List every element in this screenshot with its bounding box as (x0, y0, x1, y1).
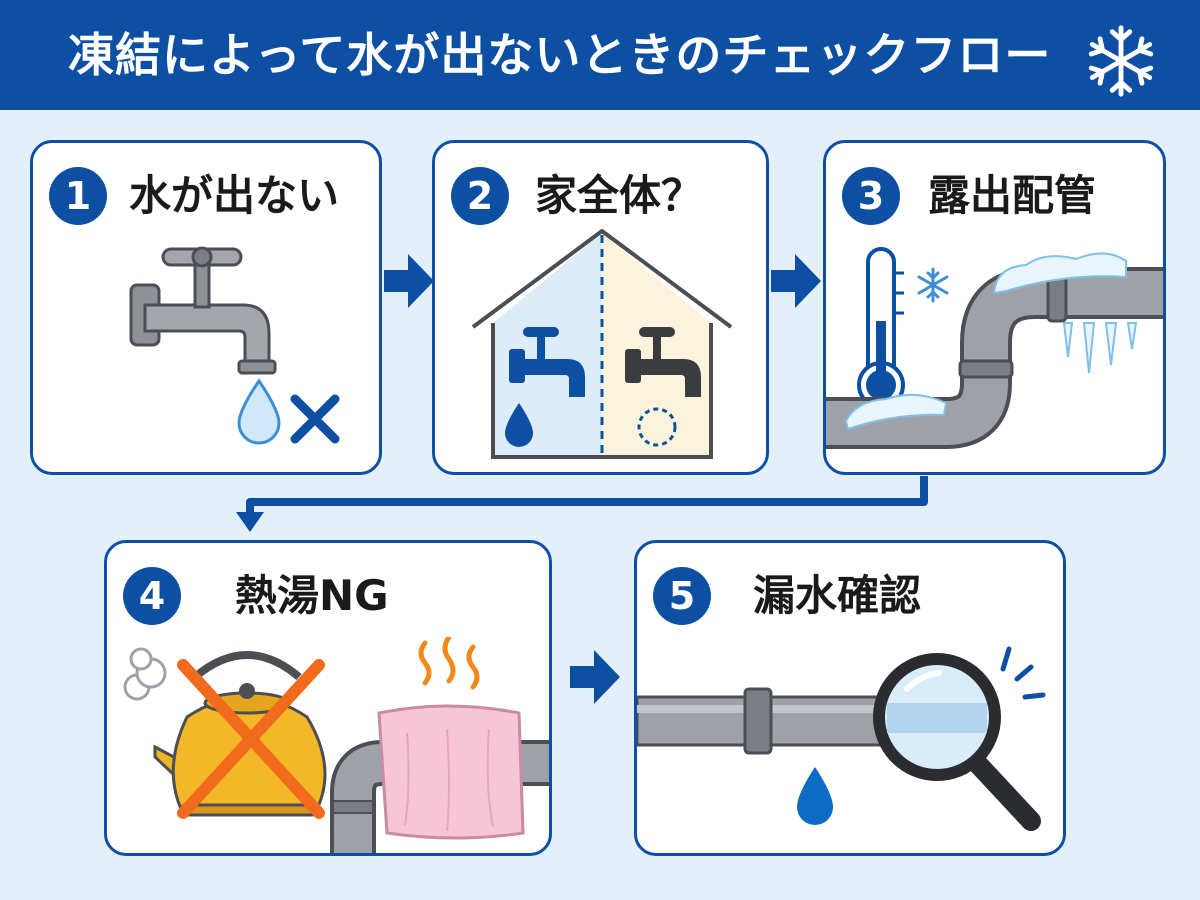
step-card-2: 2 家全体？ (432, 140, 769, 475)
faucet-icon (509, 327, 585, 397)
cross-icon (290, 394, 340, 444)
step-label: 水が出ない (129, 171, 340, 220)
step-card-1: 1 水が出ない (30, 140, 382, 475)
no-hot-water-illustration (123, 637, 549, 853)
faucet-icon (625, 327, 701, 397)
prohibited-cross-icon (177, 659, 325, 819)
step-label: 家全体？ (535, 171, 704, 220)
step-label: 漏水確認 (753, 571, 922, 620)
warm-towel-icon (377, 704, 525, 840)
step-number-badge: 1 (49, 167, 107, 225)
faucet-icon (129, 246, 277, 375)
thermometer-icon (857, 247, 905, 409)
title-bar: 凍結によって水が出ないときのチェックフロー (0, 0, 1200, 110)
magnifier-icon (873, 653, 1041, 831)
faucet-no-water-illustration (129, 246, 340, 445)
steam-icon (123, 647, 167, 701)
step-number-badge: 4 (123, 567, 181, 625)
flow-arrow-icon (771, 254, 821, 308)
step-label: 熱湯NG (235, 571, 389, 620)
frozen-exposed-pipe-illustration (826, 247, 1163, 449)
dashed-circle-icon (637, 407, 677, 447)
step-number-badge: 2 (451, 167, 509, 225)
whole-house-illustration (471, 229, 733, 459)
leak-check-illustration (637, 646, 1046, 831)
page-title: 凍結によって水が出ないときのチェックフロー (68, 28, 1052, 82)
snowflake-icon (1082, 25, 1160, 100)
step-label: 露出配管 (928, 171, 1097, 220)
snowflake-icon (917, 267, 949, 303)
step-card-3: 3 露出配管 (823, 140, 1166, 475)
water-drop-icon (797, 767, 833, 825)
step-card-5: 5 漏水確認 (634, 540, 1066, 856)
highlight-lines-icon (1000, 646, 1046, 700)
step-number-badge: 3 (842, 167, 900, 225)
water-drop-icon (237, 378, 281, 445)
step-card-4: 4 熱湯NG (104, 540, 552, 856)
ice-icon (844, 252, 1138, 431)
water-drop-icon (505, 403, 533, 447)
heat-wave-icon (418, 637, 480, 690)
connector-arrow-icon (236, 476, 928, 532)
step-number-badge: 5 (653, 567, 711, 625)
flow-arrow-icon (384, 254, 434, 308)
flow-arrow-icon (570, 650, 620, 704)
